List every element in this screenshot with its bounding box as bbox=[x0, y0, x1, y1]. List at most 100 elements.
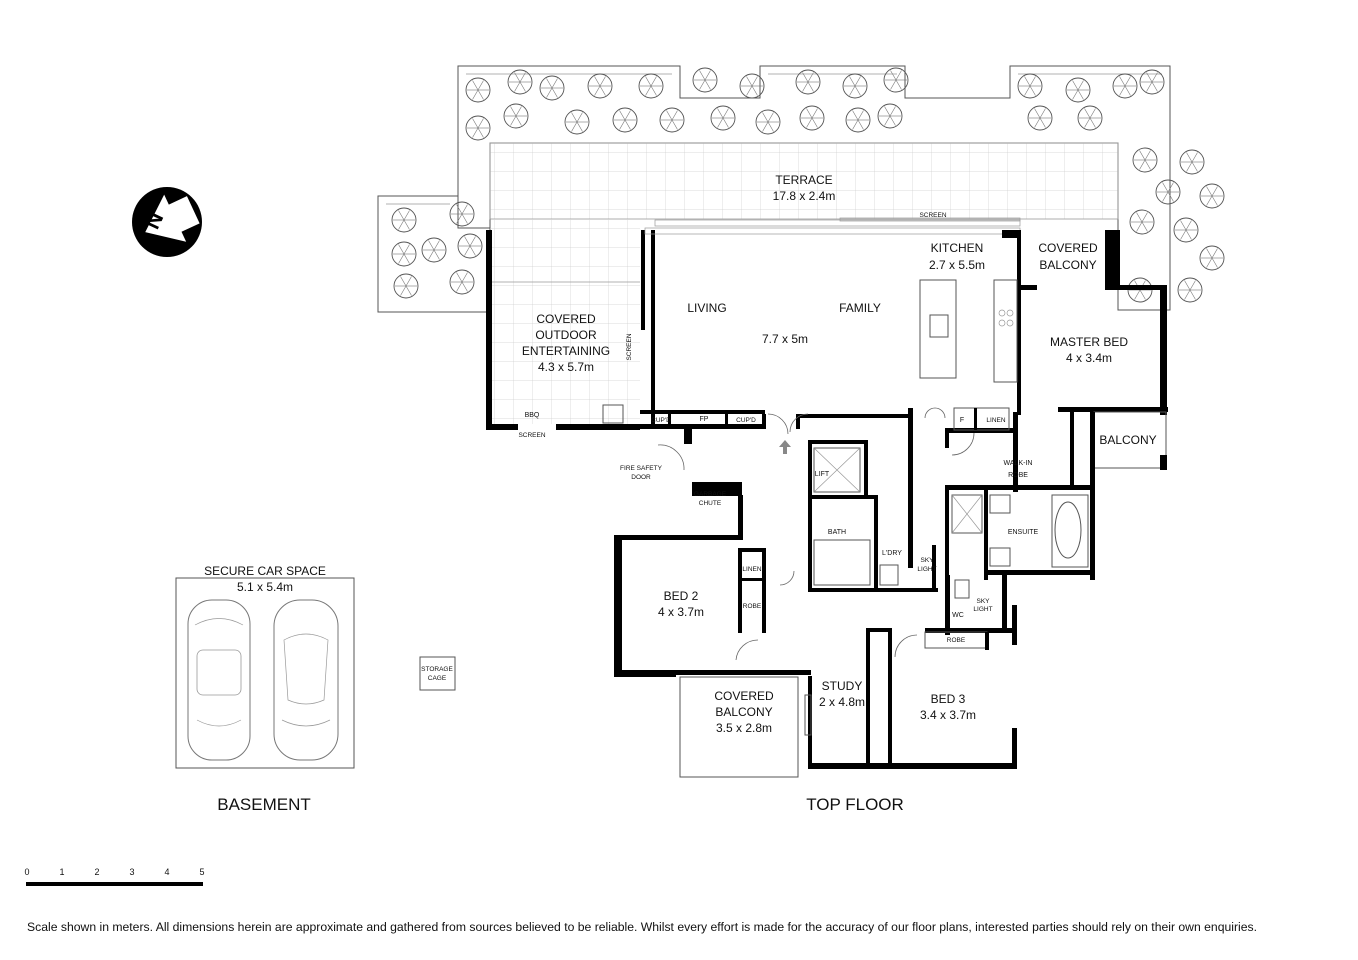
plant-leaf bbox=[576, 112, 583, 123]
plant-leaf bbox=[889, 106, 896, 117]
plant-leaf bbox=[1206, 257, 1213, 268]
storage-line-1: STORAGE bbox=[421, 666, 453, 673]
plant-leaf bbox=[666, 110, 673, 121]
plant-icon bbox=[883, 67, 909, 93]
plant-leaf bbox=[1072, 89, 1079, 100]
plant-leaf bbox=[546, 78, 553, 89]
plant-leaf bbox=[433, 240, 440, 251]
outdoor-line-1: COVERED bbox=[536, 312, 596, 326]
covered-balcony-bottom-1: COVERED bbox=[714, 689, 774, 703]
plant-leaf bbox=[472, 89, 479, 100]
linen-label-kitchen: LINEN bbox=[986, 417, 1005, 424]
plant-leaf bbox=[398, 253, 405, 264]
plant-leaf bbox=[1072, 80, 1079, 91]
plant-icon bbox=[449, 269, 475, 295]
covered-balcony-bottom-dim: 3.5 x 2.8m bbox=[716, 721, 772, 735]
plant-leaf bbox=[666, 119, 673, 130]
plant-leaf bbox=[811, 108, 818, 119]
screen-label-outdoor: SCREEN bbox=[626, 333, 633, 360]
plant-leaf bbox=[1077, 80, 1084, 91]
wc-name: WC bbox=[952, 612, 964, 619]
storage-line-2: CAGE bbox=[428, 675, 447, 682]
plant-icon bbox=[755, 109, 781, 135]
lift-name: LIFT bbox=[815, 471, 830, 478]
plant-icon bbox=[465, 115, 491, 141]
plant-leaf bbox=[1089, 117, 1096, 128]
plant-leaf bbox=[1180, 220, 1187, 231]
plant-leaf bbox=[477, 89, 484, 100]
ensuite-name: ENSUITE bbox=[1008, 529, 1039, 536]
plant-leaf bbox=[806, 117, 813, 128]
door-swings bbox=[657, 407, 975, 661]
plant-leaf bbox=[1206, 248, 1213, 259]
plant-leaf bbox=[1191, 161, 1198, 172]
robe-label-bed3: ROBE bbox=[947, 637, 966, 644]
plant-leaf bbox=[1141, 221, 1148, 232]
plant-icon bbox=[612, 107, 638, 133]
plant-leaf bbox=[699, 79, 706, 90]
plant-leaf bbox=[1184, 280, 1191, 291]
top-floor-heading: TOP FLOOR bbox=[806, 795, 904, 814]
plant-leaf bbox=[571, 112, 578, 123]
scale-tick-label: 5 bbox=[199, 867, 204, 877]
plant-leaf bbox=[1034, 117, 1041, 128]
plant-icon bbox=[877, 103, 903, 129]
plant-leaf bbox=[428, 240, 435, 251]
plant-leaf bbox=[510, 115, 517, 126]
plant-leaf bbox=[1084, 117, 1091, 128]
plant-leaf bbox=[746, 85, 753, 96]
plant-leaf bbox=[571, 121, 578, 132]
car-space-name: SECURE CAR SPACE bbox=[204, 564, 326, 578]
plant-leaf bbox=[1139, 159, 1146, 170]
scale-tick-label: 4 bbox=[164, 867, 169, 877]
walls bbox=[486, 219, 1168, 778]
plant-leaf bbox=[433, 249, 440, 260]
plant-leaf bbox=[456, 204, 463, 215]
plant-leaf bbox=[469, 236, 476, 247]
plant-icon bbox=[507, 69, 533, 95]
plant-leaf bbox=[1124, 76, 1131, 87]
plant-leaf bbox=[398, 219, 405, 230]
plant-leaf bbox=[895, 79, 902, 90]
plant-leaf bbox=[514, 72, 521, 83]
plant-icon bbox=[1179, 149, 1205, 175]
plant-leaf bbox=[398, 244, 405, 255]
plant-leaf bbox=[645, 76, 652, 87]
bed2-dim: 4 x 3.7m bbox=[658, 605, 704, 619]
bed3-name: BED 3 bbox=[931, 692, 966, 706]
plant-leaf bbox=[464, 245, 471, 256]
plant-icon bbox=[799, 105, 825, 131]
plant-leaf bbox=[717, 108, 724, 119]
plant-leaf bbox=[857, 110, 864, 121]
plant-leaf bbox=[1146, 72, 1153, 83]
plant-leaf bbox=[456, 272, 463, 283]
plant-icon bbox=[1112, 73, 1138, 99]
plant-leaf bbox=[1084, 108, 1091, 119]
plant-leaf bbox=[802, 72, 809, 83]
sky-label-2: SKY bbox=[976, 598, 990, 605]
master-bed-name: MASTER BED bbox=[1050, 335, 1128, 349]
plant-leaf bbox=[762, 112, 769, 123]
sky-label-1: SKY bbox=[920, 557, 934, 564]
plant-icon bbox=[739, 73, 765, 99]
plant-leaf bbox=[1167, 182, 1174, 193]
plant-leaf bbox=[1024, 76, 1031, 87]
plant-leaf bbox=[464, 236, 471, 247]
plant-leaf bbox=[852, 110, 859, 121]
plant-leaf bbox=[751, 85, 758, 96]
car-space-dim: 5.1 x 5.4m bbox=[237, 580, 293, 594]
plant-leaf bbox=[1162, 182, 1169, 193]
plant-leaf bbox=[1144, 150, 1151, 161]
plant-leaf bbox=[472, 118, 479, 129]
plant-icon bbox=[1199, 183, 1225, 209]
plant-leaf bbox=[619, 119, 626, 130]
plant-icon bbox=[638, 73, 664, 99]
plant-leaf bbox=[1139, 150, 1146, 161]
plant-leaf bbox=[751, 76, 758, 87]
plant-leaf bbox=[1189, 289, 1196, 300]
plant-leaf bbox=[1191, 152, 1198, 163]
plant-leaf bbox=[806, 108, 813, 119]
plant-leaf bbox=[1119, 85, 1126, 96]
plant-icon bbox=[1199, 245, 1225, 271]
plant-leaf bbox=[469, 245, 476, 256]
